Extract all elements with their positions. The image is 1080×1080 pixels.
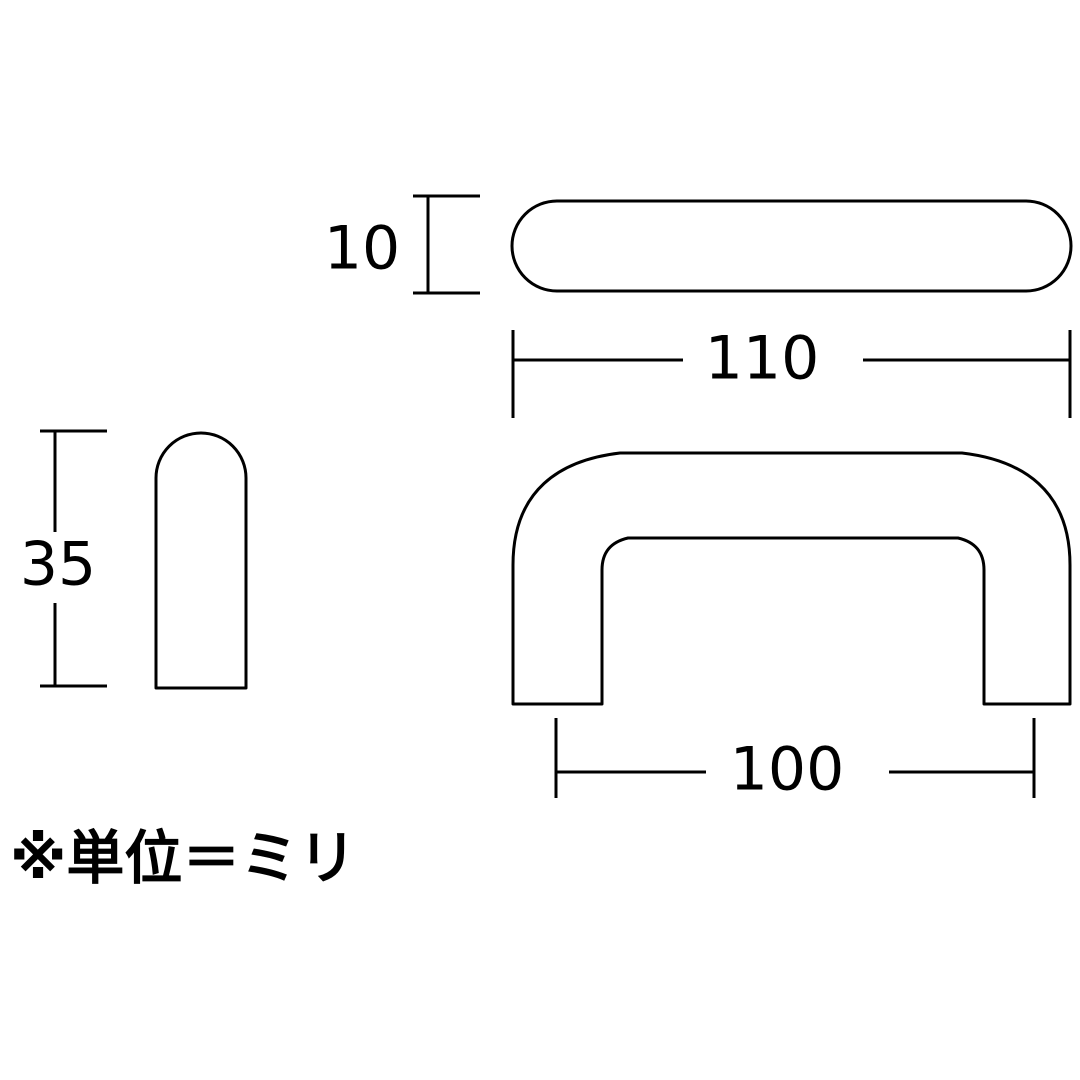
dim-side-height-label: 35 <box>20 530 96 600</box>
dim-bottom-spacing: 100 <box>554 718 1036 805</box>
top-view <box>510 199 1073 293</box>
dim-side-height: 35 <box>20 429 107 688</box>
dim-top-thickness: 10 <box>324 194 480 295</box>
front-view-outline <box>511 451 1072 706</box>
dim-top-length-label: 110 <box>705 324 820 394</box>
side-view <box>154 431 248 690</box>
dim-bottom-spacing-label: 100 <box>730 735 845 805</box>
side-view-outline <box>154 431 248 690</box>
dim-top-length: 110 <box>511 324 1072 418</box>
dim-top-thickness-label: 10 <box>324 214 400 284</box>
units-note: ※単位＝ミリ <box>10 824 356 892</box>
top-view-bar-outline <box>510 199 1073 293</box>
front-view <box>511 451 1072 706</box>
